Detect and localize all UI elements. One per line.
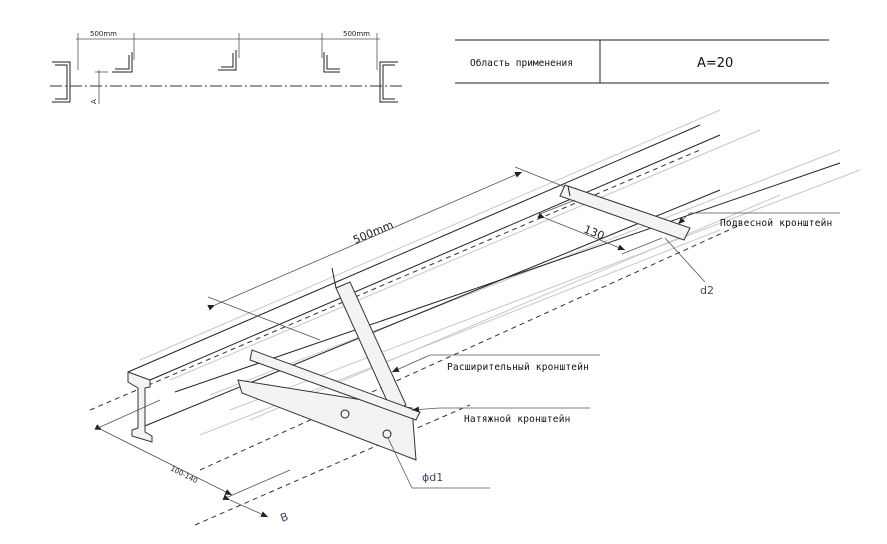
plan-dim-a: A (90, 99, 98, 104)
dim-phi: ϕd1 (422, 471, 443, 484)
callout-expansion-bracket: Расширительный кронштейн (447, 362, 589, 373)
plan-dim-right: 500mm (343, 30, 370, 38)
dim-length: 500mm (351, 218, 395, 247)
dim-130: 130 (582, 223, 606, 243)
plan-view: 500mm 500mm A (50, 30, 404, 104)
callout-hanging-bracket: Подвесной кронштейн (720, 218, 832, 229)
isometric-view: 500mm 130 d2 100-140 B ϕd1 Подвесной кро… (89, 109, 861, 526)
dim-width: 100-140 (169, 465, 199, 485)
application-table: Область применения A=20 (455, 39, 829, 84)
table-label: Область применения (470, 58, 573, 69)
callout-tension-bracket: Натяжной кронштейн (464, 414, 571, 425)
table-value: A=20 (697, 56, 733, 71)
dim-b: B (279, 510, 291, 525)
plan-dim-left: 500mm (90, 30, 117, 38)
dim-d2: d2 (700, 284, 714, 297)
